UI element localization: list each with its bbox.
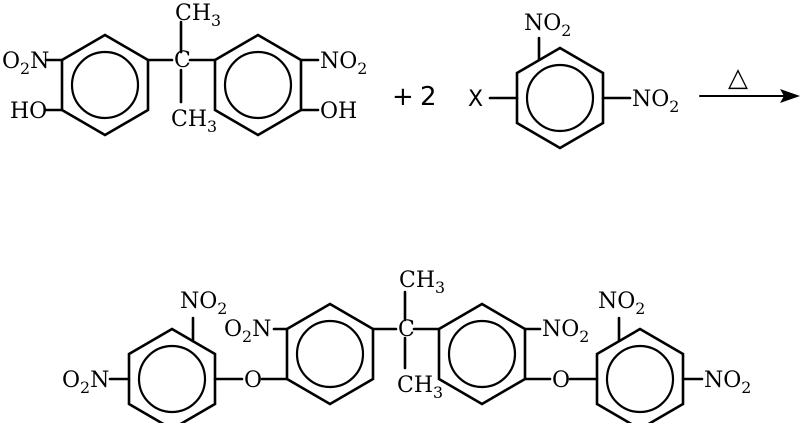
arrow-head <box>780 89 800 103</box>
reactant1-ho-left: HO <box>10 99 47 124</box>
reactant1-left-ring-inner <box>70 50 140 120</box>
product-ring-far-right-inner <box>605 344 675 414</box>
heat-condition-icon: △ <box>728 63 748 93</box>
reactant1-left-ring <box>60 33 150 137</box>
reactant1-ch3-top: CH3 <box>175 1 221 30</box>
reactant1-right-ring <box>213 33 303 137</box>
product-ring-inner-right-inner <box>447 319 517 389</box>
reactant2-ring-inner <box>525 63 595 133</box>
reactant1-no2-right: NO2 <box>320 49 367 78</box>
reactant1-central-carbon: C <box>174 48 191 73</box>
plus-sign: + <box>392 82 414 112</box>
reactant1-o2n-left: O2N <box>2 49 49 78</box>
reactant2-ring <box>515 46 605 150</box>
product-no2-far-right: NO2 <box>704 368 751 397</box>
reactant1-ch3-bottom: CH3 <box>171 107 217 136</box>
reactant-halo-dinitrobenzene: X NO2 NO2 <box>468 11 679 150</box>
product-central-carbon: C <box>398 317 415 342</box>
product-ring-inner-right <box>437 302 527 406</box>
product-ring-inner-left <box>285 302 375 406</box>
product-no2-ortho-left: NO2 <box>180 289 227 318</box>
product-tetranitro-diether: C CH3 CH3 O O O2N NO2 O2N NO2 NO2 NO2 <box>62 268 751 423</box>
reactant1-right-ring-inner <box>223 50 293 120</box>
product-no2-ortho-right: NO2 <box>598 289 645 318</box>
product-ether-left: O <box>244 368 262 393</box>
product-ch3-bottom: CH3 <box>397 373 443 402</box>
reactant2-no2-ortho: NO2 <box>524 11 571 40</box>
product-o2n-far-left: O2N <box>62 368 109 397</box>
product-ring-far-right <box>595 327 685 423</box>
reactant-bisphenol-dinitro: C CH3 CH3 O2N HO NO2 OH <box>2 1 367 137</box>
product-ring-inner-left-inner <box>295 319 365 389</box>
product-ring-far-left-inner <box>137 344 207 414</box>
reactant1-oh-right: OH <box>320 99 357 124</box>
product-no2-inner-right: NO2 <box>542 317 589 346</box>
reactant2-no2-para: NO2 <box>632 87 679 116</box>
reactant2-x-label: X <box>468 87 483 112</box>
reaction-arrow: △ <box>699 63 800 103</box>
product-ch3-top: CH3 <box>399 268 445 297</box>
stoichiometric-coefficient: 2 <box>420 82 437 112</box>
product-o2n-inner-left: O2N <box>224 317 271 346</box>
product-ring-far-left <box>127 327 217 423</box>
product-ether-right: O <box>552 368 570 393</box>
